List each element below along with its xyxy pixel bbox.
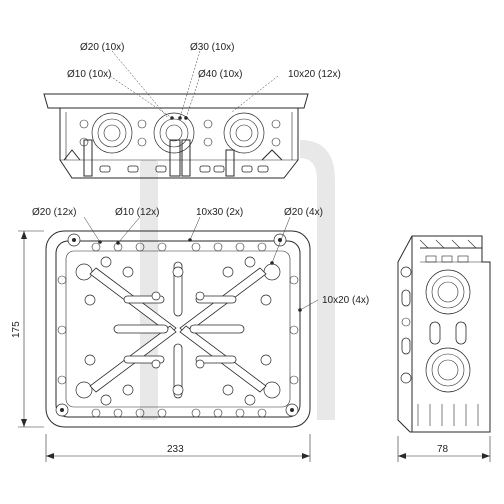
watermark [140,140,335,420]
depth-dimension: 78 [437,444,449,455]
side-view: 78 [397,235,491,462]
label-d30-10x: Ø30 (10x) [190,42,234,53]
mounting-pegs [84,266,272,396]
label-d10-12x: Ø10 (12x) [115,207,159,218]
label-d20-10x: Ø20 (10x) [80,42,124,53]
side-view-knockouts [400,266,471,393]
width-dimension: 233 [167,444,184,455]
label-d20-12x: Ø20 (12x) [32,207,76,218]
corner-screws [55,233,299,417]
label-10x20-4x: 10x20 (4x) [322,295,369,306]
label-d10-10x: Ø10 (10x) [67,69,111,80]
top-view: Ø20 (10x) Ø30 (10x) Ø10 (10x) Ø40 (10x) … [43,42,341,179]
label-d40-10x: Ø40 (10x) [198,69,242,80]
label-10x30-2x: 10x30 (2x) [196,207,243,218]
central-ribs [89,261,267,399]
top-view-slots [99,165,269,173]
front-view: Ø20 (12x) Ø10 (12x) 10x30 (2x) Ø20 (4x) … [11,207,369,462]
height-dimension: 175 [11,321,22,338]
label-10x20-12x: 10x20 (12x) [288,69,341,80]
perimeter-knockouts [57,242,299,418]
label-d20-4x: Ø20 (4x) [284,207,323,218]
top-view-knockouts [79,112,281,154]
